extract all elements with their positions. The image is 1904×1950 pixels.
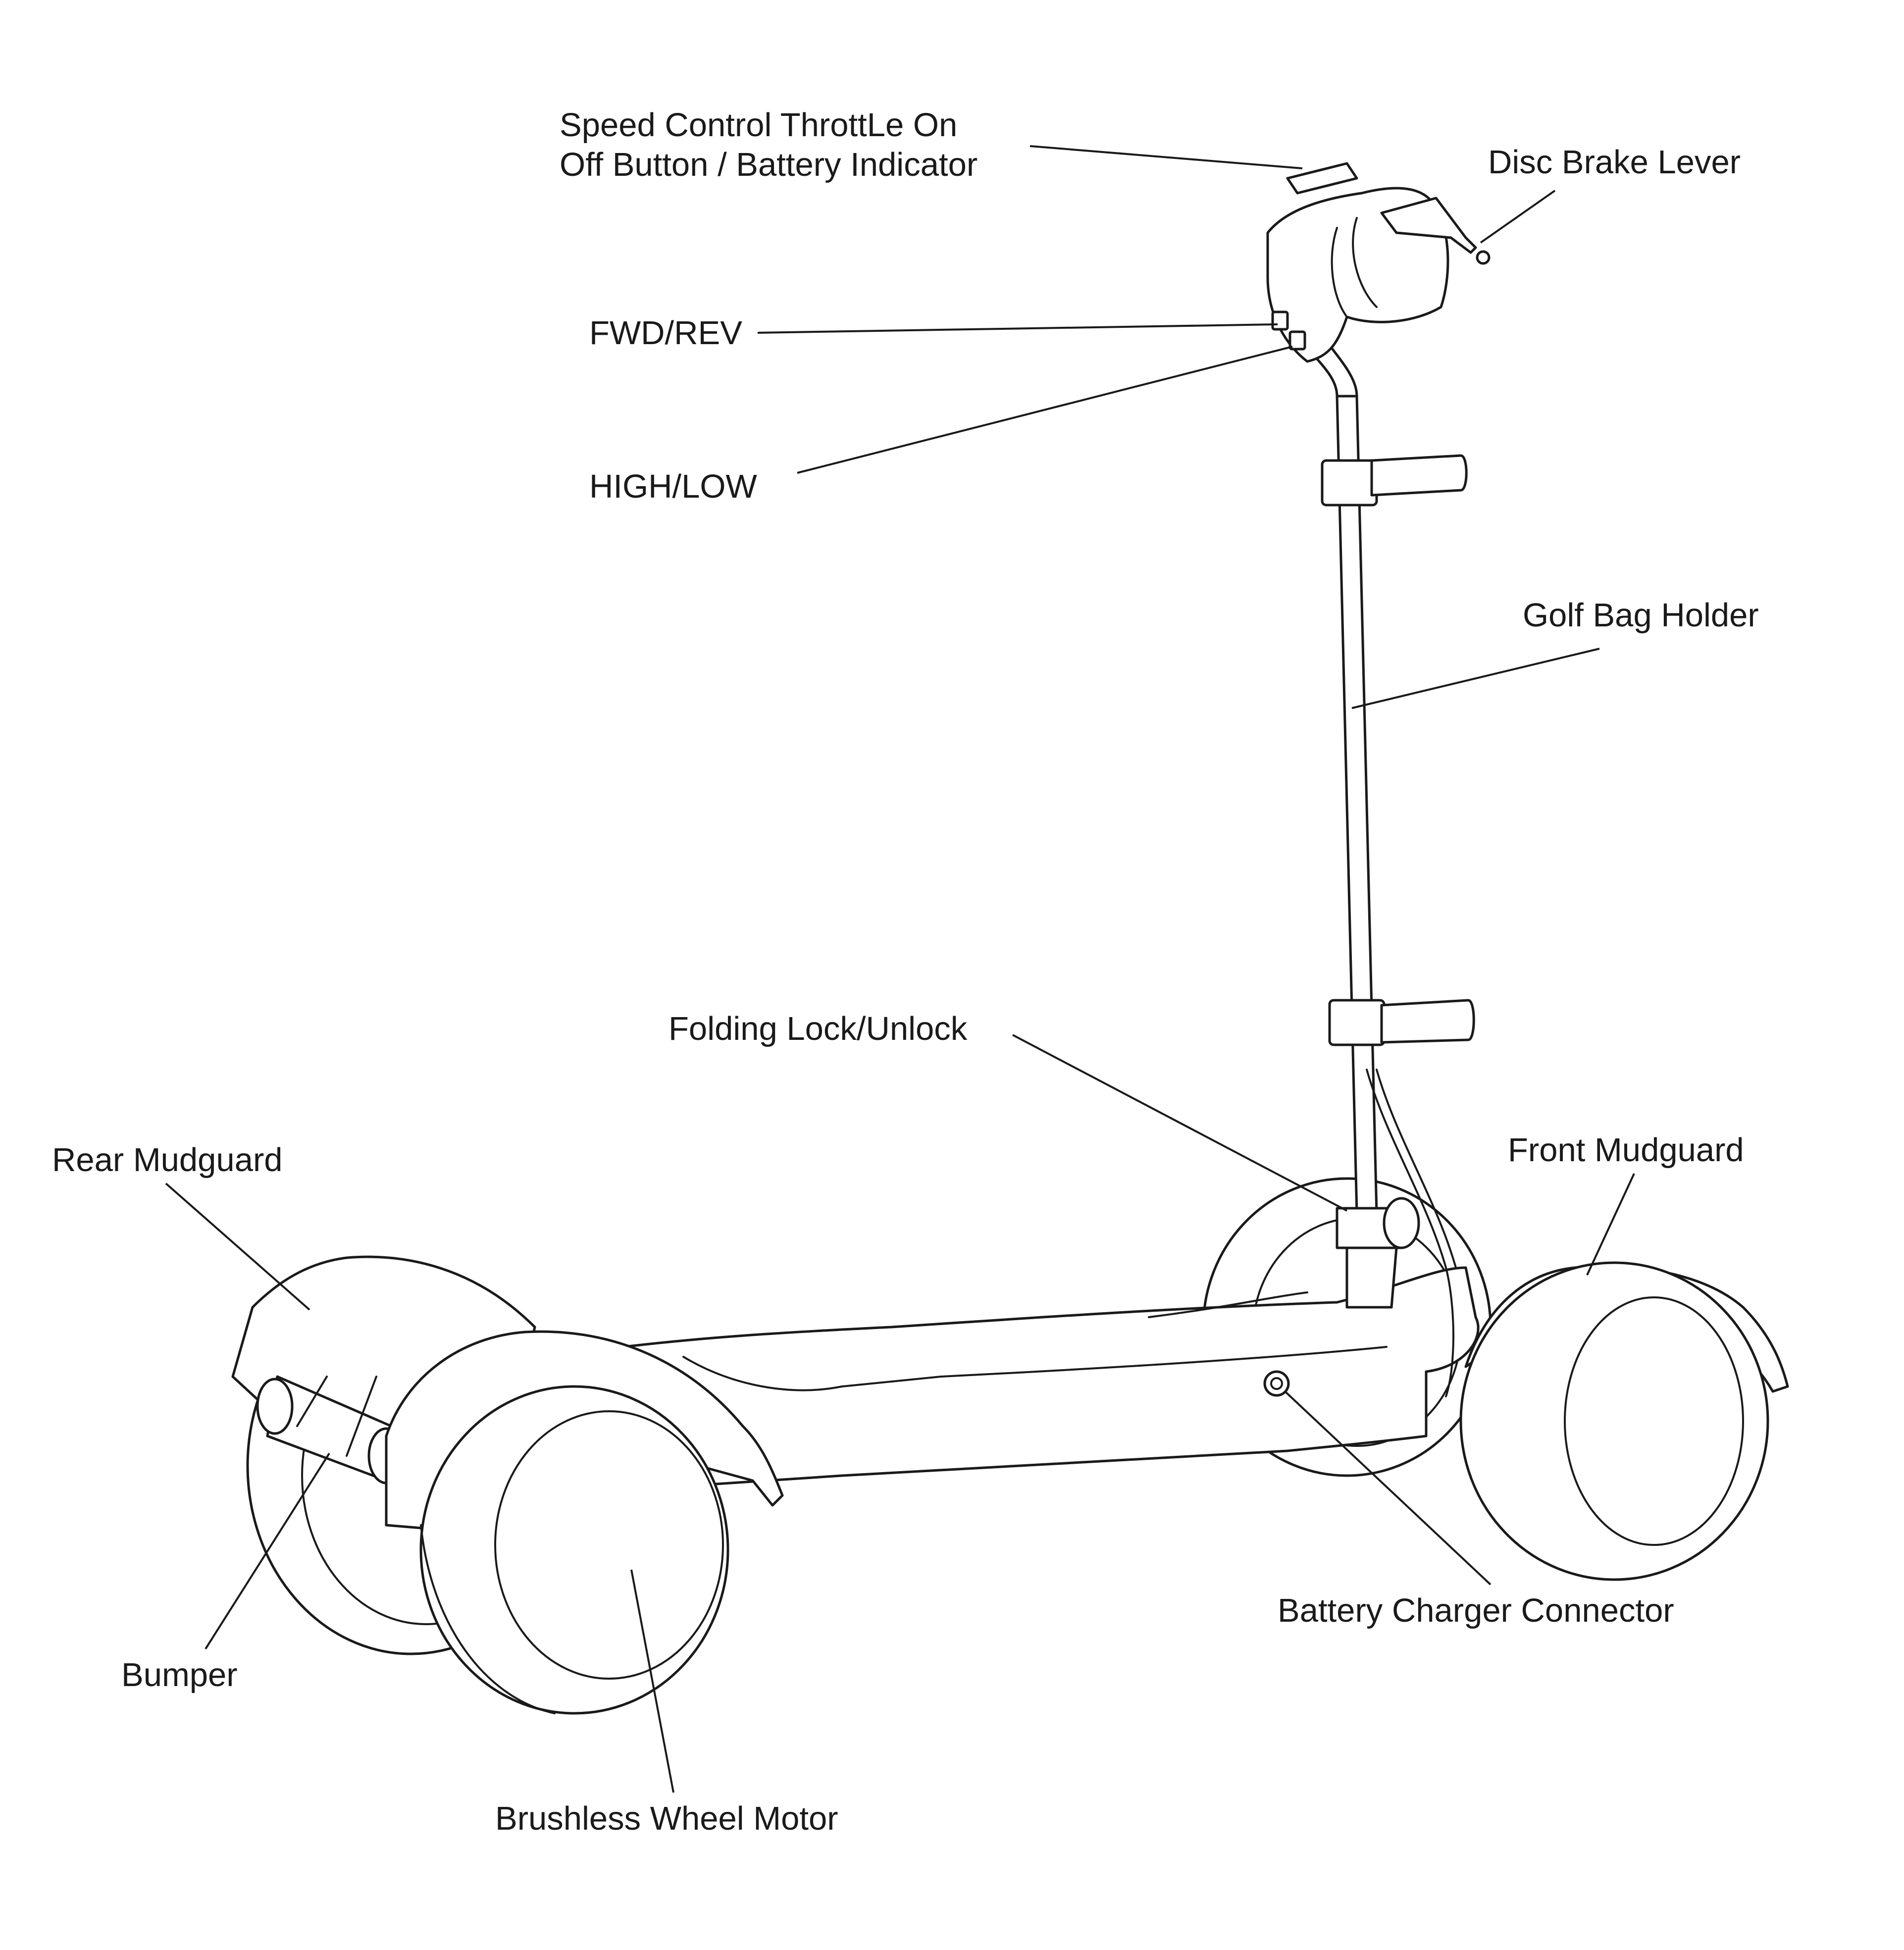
leader-disc-brake [1480,190,1556,244]
label-high-low: HIGH/LOW [589,468,757,505]
label-throttle-line1: Speed Control ThrottLe On [560,106,957,144]
label-bumper: Bumper [121,1656,238,1693]
leader-throttle [1029,145,1303,169]
leader-fwd-rev [757,323,1278,334]
charger-port [1263,1370,1290,1397]
lower-bag-holder [1328,999,1475,1046]
label-battery-charger-connector: Battery Charger Connector [1278,1592,1674,1629]
label-fwd-rev: FWD/REV [589,314,742,352]
leader-bumper [205,1452,330,1650]
label-throttle-line2: Off Button / Battery Indicator [560,146,978,183]
upper-bag-holder [1321,454,1468,507]
handle-assembly [1266,162,1491,363]
label-rear-mudguard: Rear Mudguard [52,1141,283,1179]
label-brushless-wheel-motor: Brushless Wheel Motor [495,1800,838,1837]
label-folding-lock: Folding Lock/Unlock [669,1010,968,1047]
leader-battery-charger [1284,1390,1492,1586]
leader-high-low [797,346,1293,474]
leader-front-mudguard [1586,1173,1635,1276]
label-golf-bag-holder: Golf Bag Holder [1523,597,1759,634]
golf-trolley-illustration [231,162,1789,1715]
front-near-wheel [1459,1261,1769,1581]
frame-body [583,1266,1480,1492]
folding-joint [1336,1069,1457,1397]
leader-folding-lock [1012,1034,1347,1212]
leader-golf-bag-holder [1351,648,1600,709]
label-disc-brake-lever: Disc Brake Lever [1488,144,1741,181]
leader-rear-mudguard [165,1182,310,1311]
leader-wheel-motor [630,1569,674,1793]
label-front-mudguard: Front Mudguard [1508,1131,1744,1169]
rear-near-wheel [419,1385,729,1715]
leader-lines [165,145,1635,1793]
callout-labels: Speed Control ThrottLe On Off Button / B… [52,106,1759,1837]
